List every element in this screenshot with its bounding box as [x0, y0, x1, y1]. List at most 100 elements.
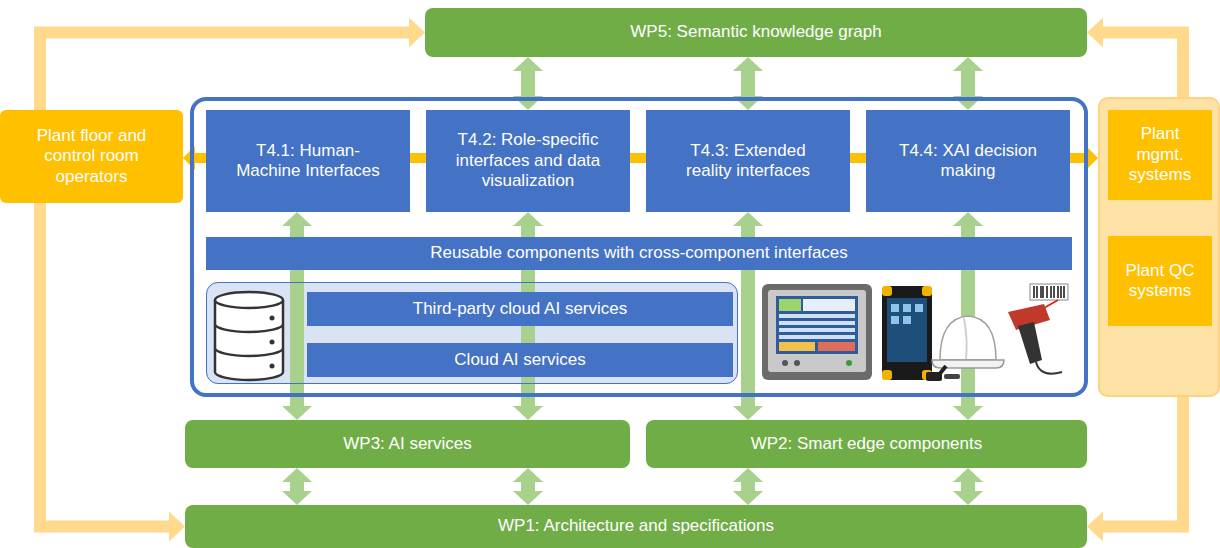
arrow-head [733, 57, 763, 71]
arrow-head [513, 468, 543, 482]
work-package-box: WP2: Smart edge components [646, 420, 1087, 468]
label-group: T4.2: Role-specific interfaces and data … [446, 130, 610, 191]
flow-arrow [282, 468, 312, 505]
ar-helmet-picture [926, 316, 1004, 381]
flow-arrow [40, 203, 185, 542]
arrow-shaft [521, 481, 535, 492]
node-label: Reusable components with cross-component… [226, 243, 1052, 263]
flow-arrow [1087, 18, 1183, 98]
arrow-head [953, 57, 983, 71]
cloud-services-panel: Third-party cloud AI servicesCloud AI se… [206, 282, 738, 384]
systems-panel: Plant mgmt. systemsPlant QC systems [1098, 97, 1220, 397]
arrow-head [733, 212, 763, 226]
node-label: WP1: Architecture and specifications [205, 516, 1067, 536]
label-group: Plant QC systems [1116, 261, 1204, 302]
panel-fill [190, 97, 1088, 397]
arrow-head [409, 18, 425, 48]
arrow-head [513, 212, 543, 226]
label-group: Plant floor and control room operators [16, 126, 167, 187]
arrow-head [733, 491, 763, 505]
flow-arrow [953, 57, 983, 110]
work-package-box: WP1: Architecture and specifications [185, 505, 1087, 548]
node-label: T4.2: Role-specific interfaces and data … [446, 130, 610, 191]
flow-arrow [183, 146, 206, 170]
panel-pc-picture [762, 284, 872, 380]
arrow-head [282, 212, 312, 226]
systems-box: Plant QC systems [1108, 236, 1212, 326]
arrow-head [733, 468, 763, 482]
arrow-head [1087, 512, 1103, 542]
arrow-shaft [194, 153, 206, 163]
flow-arrow [1070, 146, 1098, 170]
node-label: T4.4: XAI decision making [886, 141, 1050, 182]
arrow-head [733, 406, 763, 420]
label-group: Reusable components with cross-component… [226, 243, 1052, 263]
label-group: Plant mgmt. systems [1116, 124, 1204, 185]
barcode-scanner-picture [1008, 284, 1068, 374]
stakeholder-box: Plant floor and control room operators [0, 110, 183, 203]
node-label: WP5: Semantic knowledge graph [445, 22, 1067, 42]
service-box: Third-party cloud AI services [307, 292, 733, 326]
panel-fill [206, 282, 738, 384]
arrow-shaft [630, 153, 646, 163]
arrow-shaft [961, 70, 975, 97]
task-box: T4.4: XAI decision making [866, 110, 1070, 212]
database-icon [215, 292, 283, 380]
label-group: Cloud AI services [327, 350, 713, 370]
arrow-shaft [290, 481, 304, 492]
arrow-head [1087, 18, 1103, 48]
component-bar: Reusable components with cross-component… [206, 237, 1072, 270]
node-label: Plant floor and control room operators [16, 126, 167, 187]
arrow-shaft [961, 481, 975, 492]
service-box: Cloud AI services [307, 343, 733, 377]
flow-arrow [850, 158, 866, 159]
arrow-head [513, 406, 543, 420]
arrow-head [953, 406, 983, 420]
task-box: T4.1: Human-Machine Interfaces [206, 110, 410, 212]
arrow-shaft [741, 70, 755, 97]
arrow-head [953, 212, 983, 226]
arrow-head [169, 512, 185, 542]
panel-fill [1098, 97, 1220, 397]
flow-arrow [630, 158, 646, 159]
arrow-shaft [850, 153, 866, 163]
node-label: Cloud AI services [327, 350, 713, 370]
arrow-shaft [521, 70, 535, 97]
work-package-box: WP3: AI services [185, 420, 630, 468]
node-label: Plant QC systems [1116, 261, 1204, 302]
node-label: Third-party cloud AI services [327, 299, 713, 319]
arrow-head [513, 57, 543, 71]
task-box: T4.2: Role-specific interfaces and data … [426, 110, 630, 212]
arrow-shaft [1102, 397, 1183, 527]
node-label: T4.1: Human-Machine Interfaces [226, 141, 390, 182]
flow-arrow [513, 468, 543, 505]
label-group: Third-party cloud AI services [327, 299, 713, 319]
flow-arrow [733, 468, 763, 505]
work-package-box: WP5: Semantic knowledge graph [425, 8, 1087, 57]
arrow-shaft [410, 153, 426, 163]
label-group: T4.1: Human-Machine Interfaces [226, 141, 390, 182]
arrow-shaft [40, 203, 170, 527]
arrow-shaft [1102, 33, 1183, 98]
arrow-head [513, 491, 543, 505]
label-group: WP5: Semantic knowledge graph [445, 22, 1067, 42]
task-box: T4.3: Extended reality interfaces [646, 110, 850, 212]
node-label: Plant mgmt. systems [1116, 124, 1204, 185]
flow-arrow [733, 57, 763, 110]
arrow-head [953, 468, 983, 482]
flow-arrow [953, 468, 983, 505]
arrow-head [953, 491, 983, 505]
label-group: T4.3: Extended reality interfaces [666, 141, 830, 182]
arrow-head [282, 468, 312, 482]
node-label: WP3: AI services [205, 434, 610, 454]
flow-arrow [410, 158, 426, 159]
node-label: T4.3: Extended reality interfaces [666, 141, 830, 182]
label-group: WP2: Smart edge components [666, 434, 1067, 454]
rugged-tablet-picture [882, 286, 932, 380]
task-group-panel: T4.1: Human-Machine Interfaces T4.2: Role… [190, 97, 1088, 397]
flow-arrow [1087, 397, 1183, 542]
label-group: T4.4: XAI decision making [886, 141, 1050, 182]
arrow-head [282, 406, 312, 420]
label-group: WP1: Architecture and specifications [205, 516, 1067, 536]
